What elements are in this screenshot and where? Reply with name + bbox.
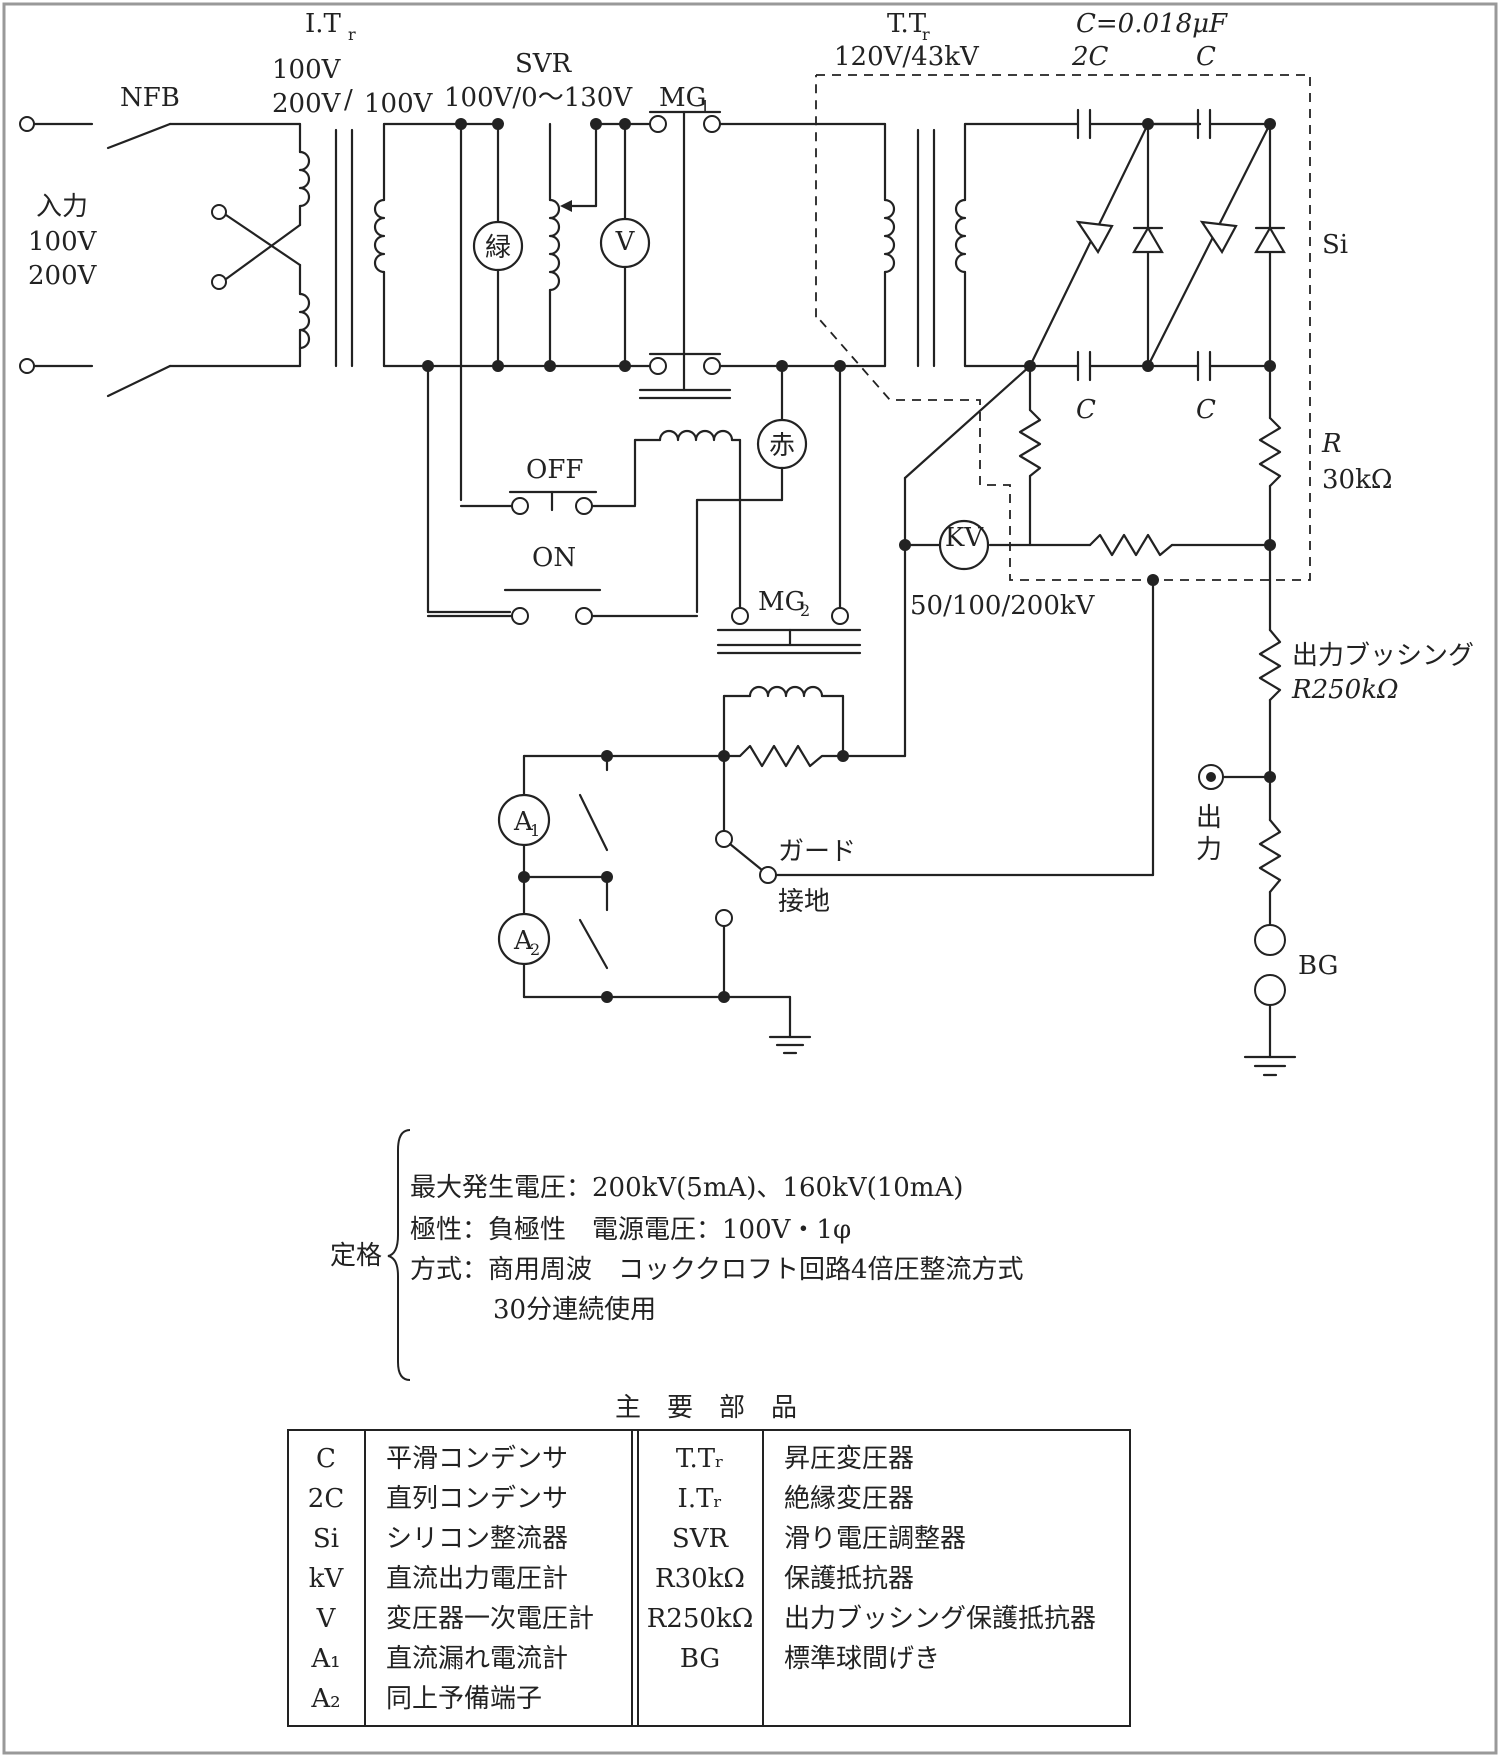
table-symbol: R30kΩ	[655, 1564, 745, 1594]
label-output-1: 出	[1196, 803, 1222, 833]
table-symbol: kV	[309, 1564, 345, 1594]
table-description: 変圧器一次電圧計	[386, 1604, 594, 1634]
measurement-section	[497, 364, 1159, 1055]
label-bg: BG	[1298, 951, 1338, 981]
label-mg2-sub: 2	[800, 601, 810, 620]
table-description: シリコン整流器	[386, 1524, 568, 1554]
label-v-meter: V	[615, 227, 636, 257]
table-description: 直列コンデンサ	[386, 1484, 568, 1514]
label-guard: ガード	[778, 837, 856, 867]
label-cap-c-bottom-2: C	[1196, 395, 1216, 425]
label-mg1: MG	[659, 83, 706, 113]
table-symbol: 2C	[308, 1484, 344, 1514]
label-a1: A	[513, 807, 534, 837]
table-description: 絶縁変圧器	[784, 1484, 914, 1514]
label-itr-slash: /	[344, 85, 353, 115]
table-symbol: Si	[313, 1524, 339, 1554]
kv-meter-icon	[938, 519, 990, 571]
table-description: 保護抵抗器	[784, 1564, 914, 1594]
label-mg1-sub: 1	[700, 97, 710, 116]
label-a1-sub: 1	[530, 821, 540, 840]
label-mg2: MG	[758, 587, 805, 617]
table-symbol: SVR	[672, 1524, 730, 1554]
label-itr-100v-secondary: 100V	[364, 89, 434, 119]
ttr-transformer	[883, 122, 967, 368]
label-svr: SVR	[515, 49, 573, 79]
label-si: Si	[1322, 230, 1348, 260]
mg1-contactor	[638, 110, 887, 400]
label-r-value: 30kΩ	[1322, 465, 1392, 495]
table-left-column: C 平滑コンデンサ 2C 直列コンデンサ Si シリコン整流器 kV 直流出力電圧計 V 変圧器一…	[308, 1444, 594, 1714]
label-a2: A	[513, 926, 534, 956]
table-description: 直流出力電圧計	[386, 1564, 568, 1594]
svr-section	[382, 118, 652, 614]
label-itr-sub: r	[348, 25, 356, 44]
label-input-200v: 200V	[28, 261, 98, 291]
input-section	[19, 116, 386, 398]
table-symbol: T.Tᵣ	[676, 1444, 724, 1474]
label-itr-200v: 200V	[272, 89, 342, 119]
output-section	[1198, 543, 1297, 1077]
table-description: 滑り電圧調整器	[784, 1524, 966, 1554]
table-description: 同上予備端子	[386, 1684, 542, 1714]
sphere-gap-lower-icon	[1254, 974, 1286, 1006]
label-off: OFF	[526, 455, 583, 485]
parts-table-title: 主 要 部 品	[615, 1393, 797, 1423]
table-symbol: V	[316, 1604, 337, 1634]
table-description: 平滑コンデンサ	[386, 1444, 568, 1474]
multiplier	[815, 74, 1311, 581]
label-ttr-sub: r	[922, 25, 930, 44]
table-symbol: R250kΩ	[647, 1604, 754, 1634]
label-svr-range: 100V/0〜130V	[444, 83, 633, 113]
label-nfb: NFB	[120, 83, 180, 113]
rating-section: 定格 最大発生電圧：200kV(5mA)、160kV(10mA) 極性：負極性 …	[330, 1129, 1024, 1381]
table-symbol: A₂	[310, 1684, 340, 1714]
sphere-gap-upper-icon	[1254, 924, 1286, 956]
label-cap-c-bottom-1: C	[1076, 395, 1096, 425]
label-itr-100v: 100V	[272, 55, 342, 85]
label-cap-c-top: C	[1196, 42, 1216, 72]
label-cap-2c: 2C	[1071, 42, 1109, 72]
table-right-column: T.Tᵣ 昇圧変圧器 I.Tᵣ 絶縁変圧器 SVR 滑り電圧調整器 R30kΩ 保護抵抗器 R2…	[647, 1444, 1096, 1674]
rating-line-3: 方式：商用周波 コッククロフト回路4倍圧整流方式	[410, 1255, 1024, 1285]
label-a2-sub: 2	[530, 940, 540, 959]
label-green-lamp: 緑	[485, 233, 511, 263]
control-section	[426, 364, 862, 655]
rating-line-4: 30分連続使用	[493, 1295, 656, 1325]
label-r: R	[1321, 429, 1342, 459]
table-description: 出力ブッシング保護抵抗器	[784, 1604, 1096, 1634]
label-bushing-value: R250kΩ	[1291, 675, 1399, 705]
label-bushing: 出力ブッシング	[1292, 641, 1474, 671]
label-input-100v: 100V	[28, 227, 98, 257]
label-cap-value: C=0.018μF	[1076, 9, 1228, 39]
table-symbol: A₁	[310, 1644, 340, 1674]
label-input: 入力	[36, 192, 88, 222]
label-ground: 接地	[778, 887, 830, 917]
label-red-lamp: 赤	[769, 431, 795, 461]
table-description: 直流漏れ電流計	[386, 1644, 568, 1674]
parts-table: 主 要 部 品 C 平滑コンデンサ 2C 直列コンデンサ Si シリコン整流器 kV 直流出力…	[287, 1393, 1131, 1727]
rating-line-2: 極性：負極性 電源電圧：100V・1φ	[410, 1215, 851, 1245]
table-symbol: BG	[680, 1644, 720, 1674]
rating-title: 定格	[330, 1241, 382, 1271]
label-output-2: 力	[1196, 835, 1222, 865]
label-ttr: T.T	[887, 9, 927, 39]
diagram-labels: NFB 入力 100V 200V I.T r 100V 200V / 100V …	[28, 9, 1474, 981]
table-symbol: C	[316, 1444, 336, 1474]
label-kv-meter: KV	[945, 523, 984, 553]
label-on: ON	[532, 543, 576, 573]
table-symbol: I.Tᵣ	[678, 1484, 723, 1514]
label-kv-range: 50/100/200kV	[910, 591, 1096, 621]
label-ttr-ratio: 120V/43kV	[834, 42, 980, 72]
table-description: 昇圧変圧器	[784, 1444, 914, 1474]
rating-line-1: 最大発生電圧：200kV(5mA)、160kV(10mA)	[410, 1173, 963, 1203]
label-itr: I.T	[305, 9, 342, 39]
table-description: 標準球間げき	[784, 1644, 940, 1674]
